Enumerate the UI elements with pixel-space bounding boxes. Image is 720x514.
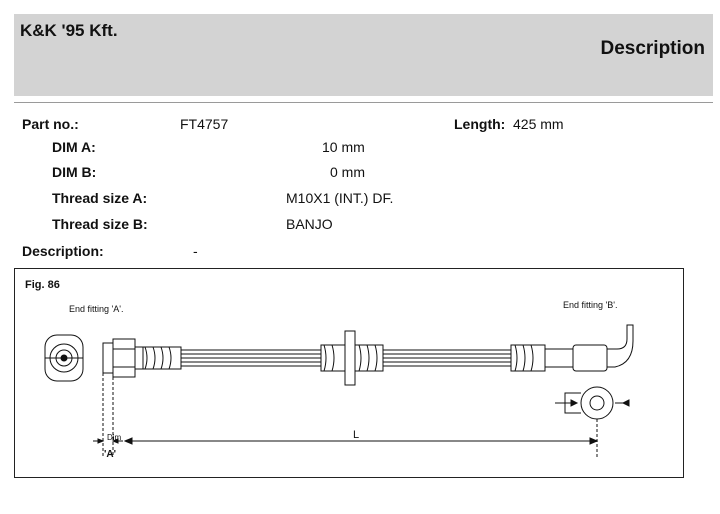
- page-title: Description: [600, 38, 705, 59]
- length-value: 425 mm: [513, 116, 564, 132]
- fitting-a-nut: [102, 342, 114, 374]
- dim-a-value: 10 mm: [322, 139, 365, 155]
- brake-hose-drawing: [44, 324, 634, 457]
- description-value: -: [193, 243, 198, 259]
- banjo-top-view: [580, 386, 614, 420]
- mounting-bracket: [344, 330, 356, 386]
- thread-b-value: BANJO: [286, 216, 333, 232]
- banjo-side-view: [572, 344, 608, 372]
- dim-label: Dim: [107, 433, 122, 442]
- dim-a-mark: 'A': [104, 449, 116, 460]
- dim-b-value: 0 mm: [330, 164, 365, 180]
- end-fitting-a-label: End fitting 'A'.: [69, 304, 124, 314]
- end-fitting-b-label: End fitting 'B'.: [563, 300, 618, 310]
- dim-a-label: DIM A:: [52, 139, 96, 155]
- description-label: Description:: [22, 243, 104, 259]
- divider: [14, 102, 713, 103]
- part-no-value: FT4757: [180, 116, 229, 132]
- thread-a-value: M10X1 (INT.) DF.: [286, 190, 394, 206]
- part-no-label: Part no.:: [22, 116, 79, 132]
- header-bar: K&K '95 Kft. Description: [14, 14, 713, 96]
- brand-name: K&K '95 Kft.: [20, 21, 118, 40]
- figure-box: Fig. 86 End fitting 'A'. End fitting 'B'…: [14, 268, 684, 478]
- figure-label: Fig. 86: [25, 279, 60, 291]
- thread-b-label: Thread size B:: [52, 216, 148, 232]
- dim-b-label: DIM B:: [52, 164, 97, 180]
- length-label: Length:: [454, 116, 506, 132]
- thread-a-label: Thread size A:: [52, 190, 148, 206]
- length-mark: L: [353, 429, 360, 441]
